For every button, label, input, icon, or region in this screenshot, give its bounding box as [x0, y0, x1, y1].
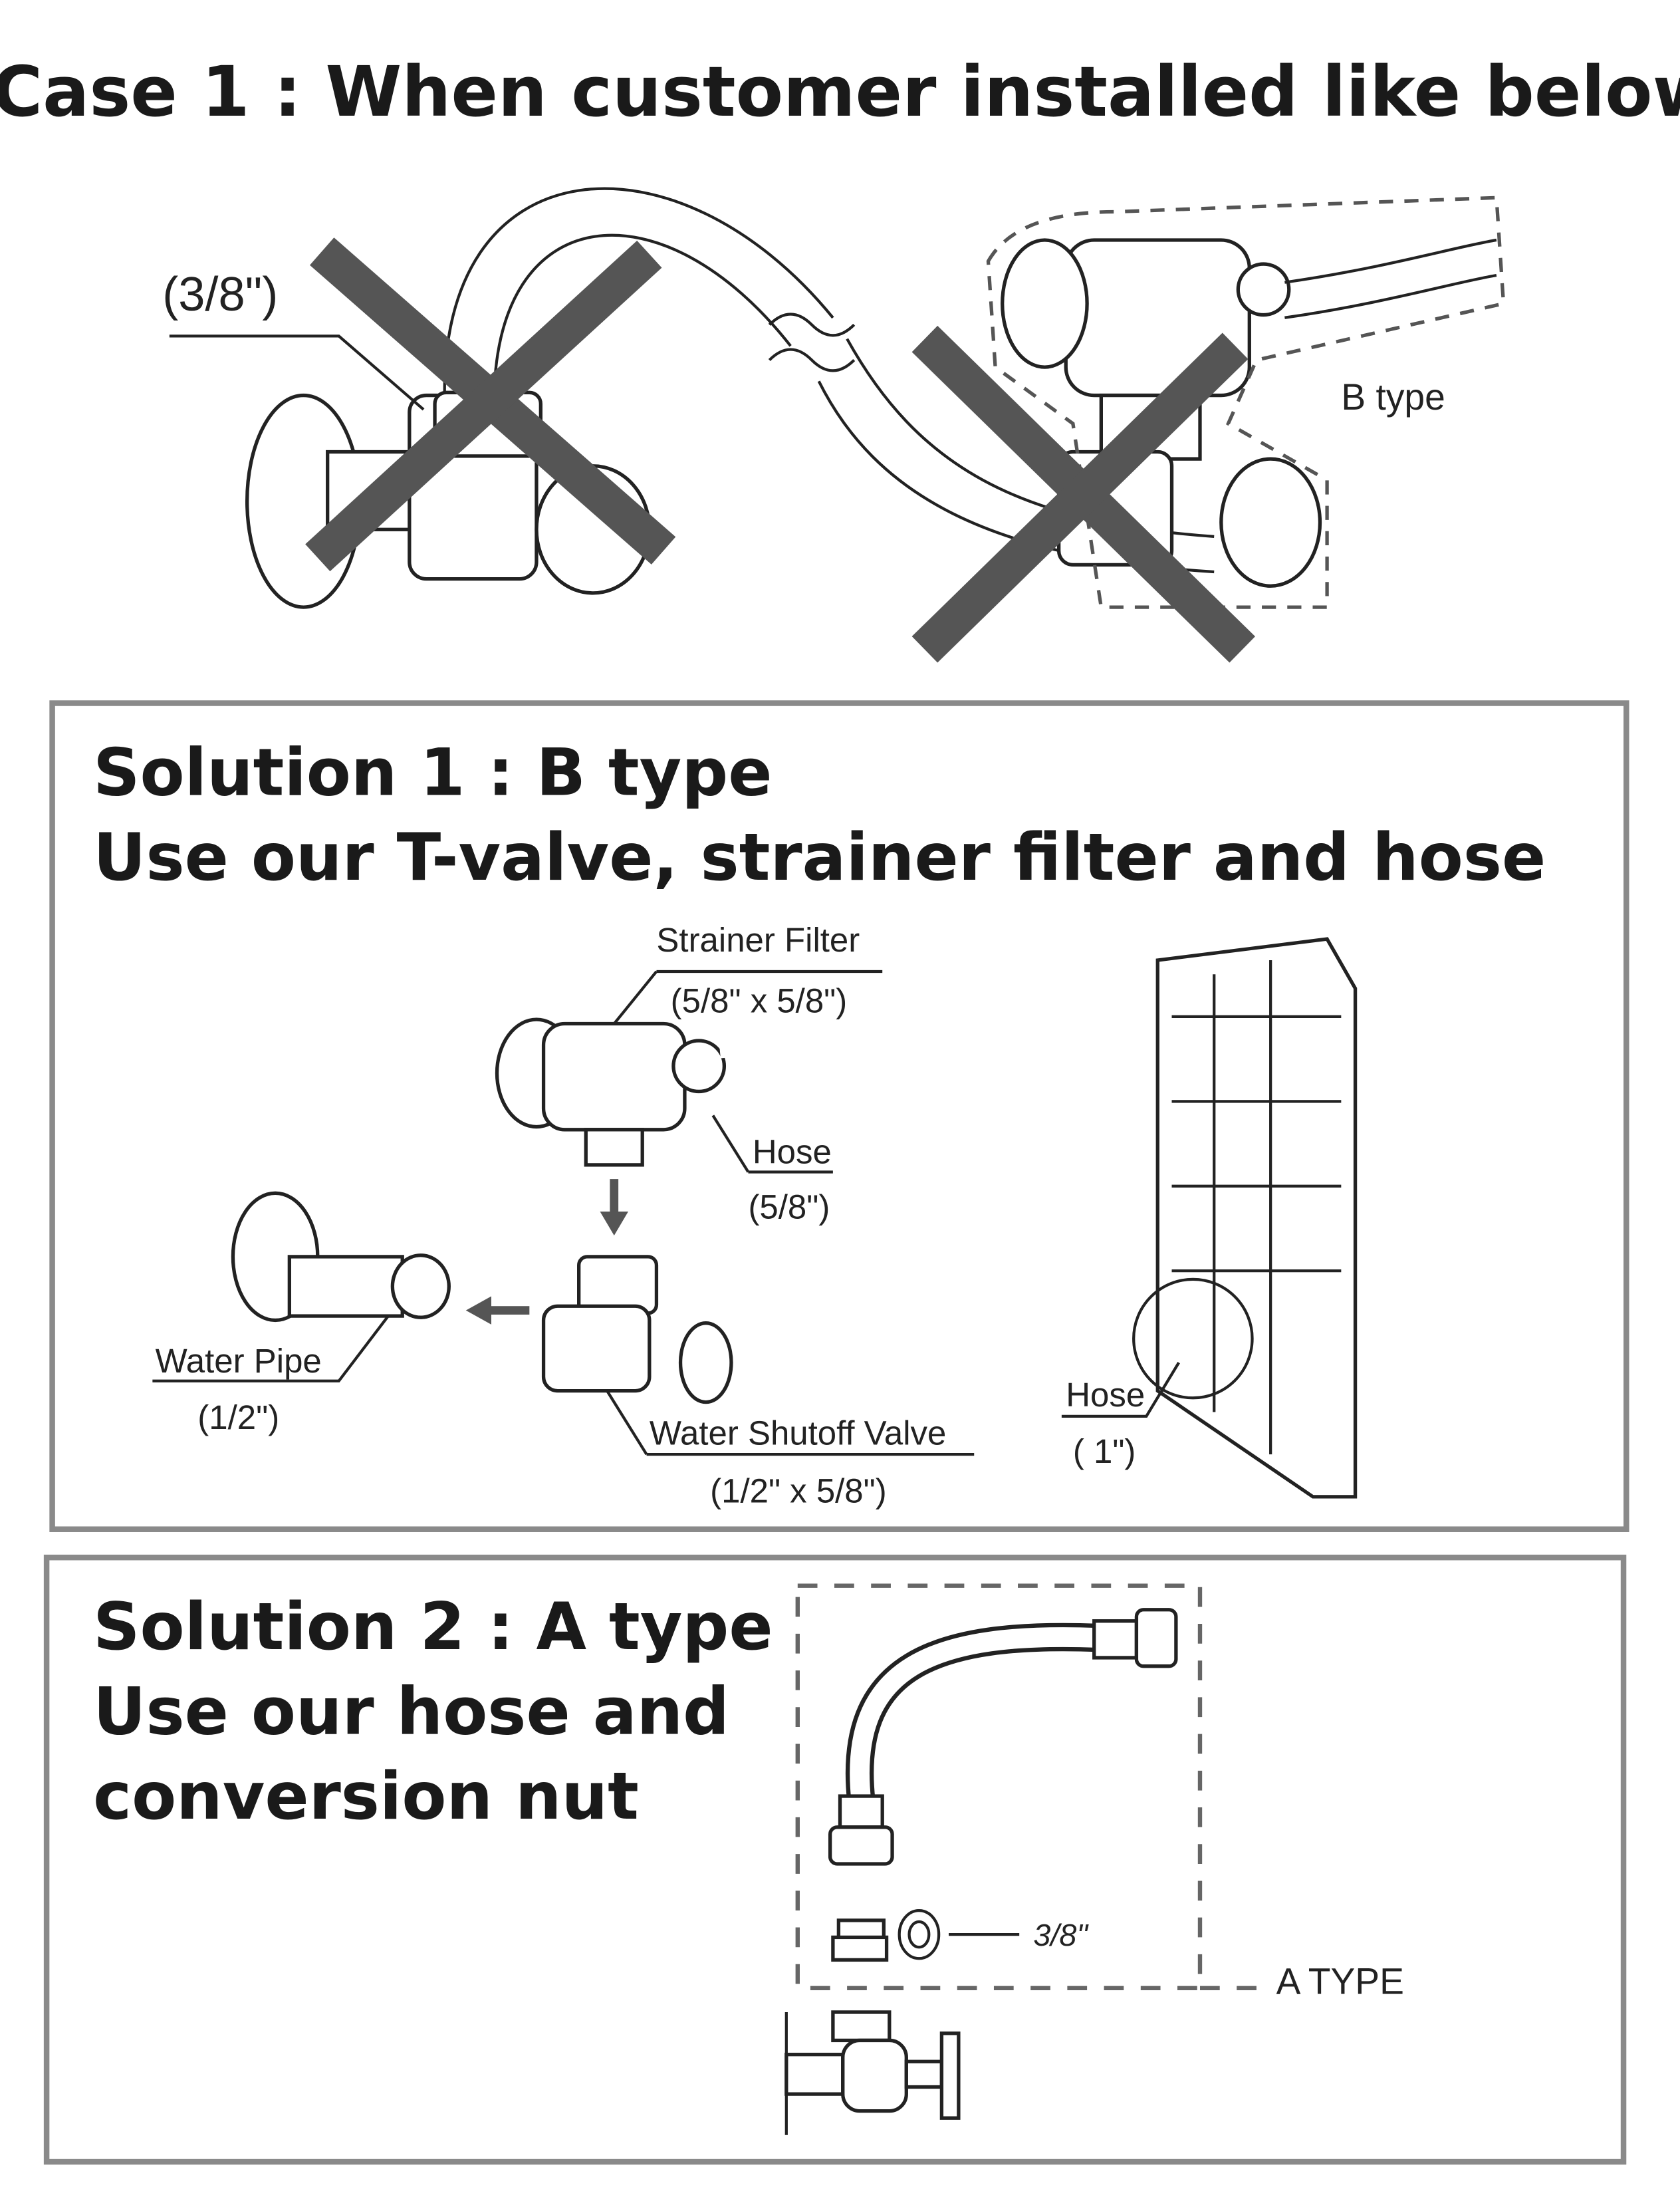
hose-label: Hose: [753, 1133, 832, 1171]
down-arrow-icon: [600, 1179, 628, 1236]
a-type-dashed-box: [795, 1583, 1257, 1991]
solution1-subtitle: Use our T-valve, strainer filter and hos…: [93, 820, 1546, 896]
solution1-frame: [49, 700, 1629, 1532]
strainer-filter-illustration: [495, 1017, 727, 1167]
solution2-frame: [43, 1554, 1627, 2165]
solution1-title: Solution 1 : B type: [93, 735, 772, 811]
hose-line: [719, 1001, 1187, 1353]
water-shutoff-valve-label: Water Shutoff Valve: [650, 1414, 947, 1452]
heater-hose-size: ( 1"): [1073, 1432, 1136, 1470]
water-pipe-size: (1/2"): [197, 1398, 279, 1436]
conversion-nut-icon: [831, 1918, 889, 1962]
heater-unit-illustration: [1132, 937, 1358, 1499]
water-shutoff-valve-illustration: [541, 1255, 733, 1404]
cross-mark-icon: [911, 325, 1255, 663]
washer-size-label: 3/8": [1033, 1918, 1089, 1952]
hose-line-inner: [719, 995, 1189, 1357]
strainer-filter-label: Strainer Filter: [656, 921, 860, 959]
valve-fixture-illustration: [784, 2010, 961, 2135]
cross-mark-icon: [305, 237, 676, 572]
water-pipe-label: Water Pipe: [156, 1342, 322, 1380]
water-pipe-illustration: [231, 1191, 451, 1323]
washer-icon: [898, 1908, 1020, 1960]
solution2-subtitle-line2: conversion nut: [93, 1759, 639, 1835]
a-type-hose-illustration: [828, 1608, 1178, 1866]
heater-hose-label: Hose: [1066, 1376, 1145, 1414]
strainer-filter-size: (5/8" x 5/8"): [671, 982, 848, 1020]
water-shutoff-valve-size: (1/2" x 5/8"): [710, 1472, 887, 1509]
case1-size-label: (3/8"): [162, 268, 278, 321]
left-arrow-icon: [465, 1296, 530, 1325]
case1-title: Case 1 : When customer installed like be…: [0, 51, 1680, 132]
case1-type-label: B type: [1341, 376, 1445, 418]
solution2-subtitle-line1: Use our hose and: [93, 1674, 729, 1750]
a-type-label: A TYPE: [1276, 1960, 1404, 2002]
solution2-title: Solution 2 : A type: [93, 1589, 773, 1665]
break-mark-icon: [768, 313, 856, 372]
hose-size: (5/8"): [748, 1188, 830, 1226]
leader-lines: [152, 970, 1180, 1456]
